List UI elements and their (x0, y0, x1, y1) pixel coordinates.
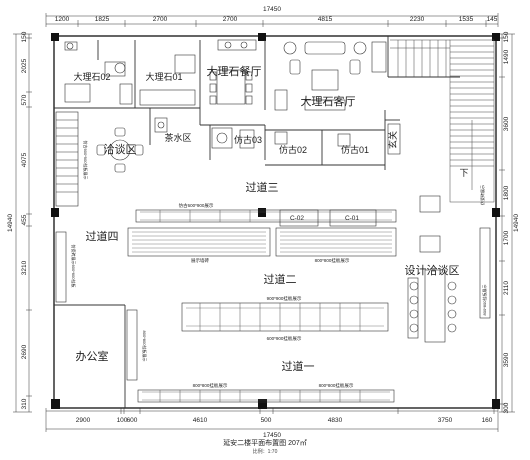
dim-top-4: 2700 (223, 16, 238, 23)
dim-left-7: 2690 (21, 344, 28, 359)
dim-bottom-6: 4830 (328, 417, 343, 424)
dim-left-1: 150 (21, 31, 28, 42)
label-corridor4: 过道四 (86, 229, 119, 243)
interior-walls (54, 36, 460, 408)
label-design: 设计洽谈区 (405, 264, 460, 277)
dim-right-7: 3590 (503, 352, 510, 367)
dim-right-2: 1490 (503, 49, 510, 64)
dim-bottom-1: 2900 (76, 417, 91, 424)
display-units (55, 195, 491, 403)
drawing-title: 延安二楼平面布置图 207㎡ (223, 440, 307, 447)
outer-walls (53, 35, 497, 409)
drawing-scale: 比例：1:70 (252, 449, 278, 455)
note-center-bottom: 600*900挂板展示 (267, 335, 302, 342)
dim-right-1: 150 (503, 31, 510, 42)
note-center-top: 900*900挂板展示 (267, 295, 302, 302)
note-bottom-b: 800*800挂板展示 (319, 382, 354, 389)
rack-hatching (132, 211, 392, 401)
note-display-800x800: 800*800挂板展示 (315, 257, 350, 264)
note-display-wall: 展示墙砖 (191, 257, 209, 264)
dim-top-total: 17450 (263, 6, 281, 13)
dim-top-8: 145 (487, 16, 498, 23)
staircase (390, 39, 495, 203)
label-marble01: 大理石01 (145, 71, 182, 82)
dim-bottom-7: 3750 (438, 417, 453, 424)
dim-right-total: 14940 (513, 214, 520, 232)
living-room-furniture (274, 41, 387, 111)
label-marble02: 大理石02 (73, 71, 110, 82)
label-antique01: 仿古01 (341, 144, 369, 155)
label-antique02: 仿古02 (279, 144, 307, 155)
dim-left-total: 14940 (7, 214, 14, 232)
dim-left-4: 4075 (21, 152, 28, 167)
dim-right-6: 2110 (503, 281, 510, 295)
label-marble-living: 大理石客厅 (301, 94, 356, 108)
label-antique03: 仿古03 (234, 134, 262, 145)
label-down: 下 (459, 168, 468, 178)
note-display-600x900: 仿古600*900展示 (179, 202, 214, 209)
dim-right-4: 1800 (503, 185, 510, 200)
dim-top-2: 1825 (95, 16, 110, 23)
dim-left-5: 455 (21, 214, 28, 225)
label-marble-dining: 大理石餐厅 (207, 64, 262, 78)
label-entrance: 玄关 (387, 131, 398, 149)
dim-top-7: 1535 (459, 16, 474, 23)
note-bottom-a: 800*800挂板展示 (193, 382, 228, 389)
dim-top-3: 2700 (153, 16, 168, 23)
label-tea: 茶水区 (164, 132, 191, 143)
note-right-upper: 仿瓷砖展示 (479, 185, 485, 205)
dim-bottom-5: 500 (261, 417, 272, 424)
dim-left-8: 310 (21, 398, 28, 409)
dim-top-1: 1200 (55, 16, 70, 23)
note-right-wall: 800*800挂板展示 (481, 285, 487, 316)
dim-bottom-2: 100 (117, 417, 128, 424)
dim-left-6: 3210 (21, 260, 28, 275)
entrance-box (387, 123, 401, 155)
dim-left-2: 2025 (21, 58, 28, 73)
label-c01: C-01 (345, 215, 359, 222)
label-c02: C-02 (290, 215, 304, 222)
dim-bottom-3: 600 (127, 417, 138, 424)
label-negotiation: 洽谈区 (104, 143, 137, 156)
label-corridor2: 过道二 (264, 272, 297, 286)
label-office: 办公室 (76, 349, 109, 363)
dim-top-5: 4815 (318, 16, 333, 23)
label-corridor1: 过道一 (282, 359, 315, 373)
label-corridor3: 过道三 (246, 180, 279, 194)
dim-bottom-total: 17450 (263, 432, 281, 439)
dim-left-3: 570 (21, 94, 28, 105)
dim-right-3: 3600 (503, 116, 510, 131)
negotiation-furniture (55, 111, 351, 207)
dim-right-5: 1700 (503, 230, 510, 245)
note-office-wall: 800*800挂板展示 (142, 331, 148, 362)
tile-divisions (159, 210, 361, 402)
dining-furniture (209, 39, 257, 105)
note-left-wall: 仿瓷砖展示600*600挂板 (71, 245, 77, 288)
marble-rooms-furniture (64, 41, 196, 106)
note-left-tile: 仿古600*900挂板展示 (83, 141, 89, 180)
dim-right-8: 300 (503, 402, 510, 413)
columns (51, 33, 500, 409)
dim-bottom-4: 4610 (193, 417, 208, 424)
dim-bottom-8: 160 (482, 417, 493, 424)
dim-top-6: 2230 (410, 16, 425, 23)
